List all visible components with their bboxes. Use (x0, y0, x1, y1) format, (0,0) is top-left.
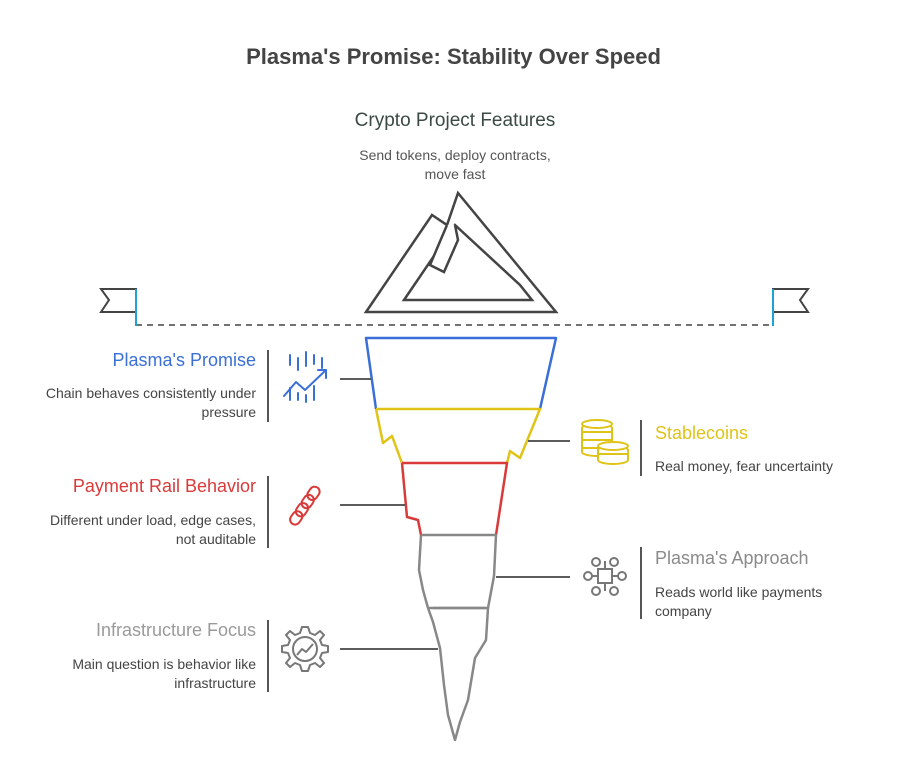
iceberg-tip (366, 193, 556, 312)
network-icon (584, 558, 626, 595)
iceberg-tip-inner (404, 225, 532, 300)
infrastructure-description-line-2: infrastructure (0, 674, 256, 693)
infrastructure-description: Main question is behavior like infrastru… (0, 655, 256, 693)
payment-heading: Payment Rail Behavior (0, 476, 256, 497)
stablecoins-description: Real money, fear uncertainty (655, 457, 895, 476)
infrastructure-bar (267, 620, 269, 692)
promise-bar (267, 350, 269, 422)
stablecoins-bar (640, 420, 642, 476)
payment-description-line-1: Different under load, edge cases, (0, 511, 256, 530)
stablecoins-heading: Stablecoins (655, 423, 895, 444)
right-flag-icon (773, 289, 808, 326)
approach-description-line-2: company (655, 602, 895, 621)
layer-approach (419, 535, 496, 608)
payment-bar (267, 476, 269, 548)
infrastructure-heading: Infrastructure Focus (0, 620, 256, 641)
coins-icon (582, 420, 628, 464)
stablecoins-description-line-1: Real money, fear uncertainty (655, 457, 895, 476)
layer-stablecoins (376, 409, 540, 463)
approach-description-line-1: Reads world like payments (655, 583, 895, 602)
growth-chart-icon (284, 352, 326, 402)
approach-bar (640, 547, 642, 619)
left-flag-icon (101, 289, 136, 326)
infrastructure-description-line-1: Main question is behavior like (0, 655, 256, 674)
approach-description: Reads world like payments company (655, 583, 895, 621)
promise-description-line-2: pressure (0, 403, 256, 422)
payment-description: Different under load, edge cases, not au… (0, 511, 256, 549)
promise-heading: Plasma's Promise (0, 350, 256, 371)
gear-chart-icon (282, 627, 328, 671)
promise-description: Chain behaves consistently under pressur… (0, 384, 256, 422)
layer-payment (402, 463, 507, 535)
approach-heading: Plasma's Approach (655, 548, 895, 569)
layer-infrastructure (428, 608, 488, 740)
underwater-layers (366, 338, 556, 740)
promise-description-line-1: Chain behaves consistently under (0, 384, 256, 403)
chain-link-icon (288, 485, 321, 527)
layer-promise (366, 338, 556, 409)
payment-description-line-2: not auditable (0, 530, 256, 549)
iceberg-tip-crack (430, 225, 458, 272)
